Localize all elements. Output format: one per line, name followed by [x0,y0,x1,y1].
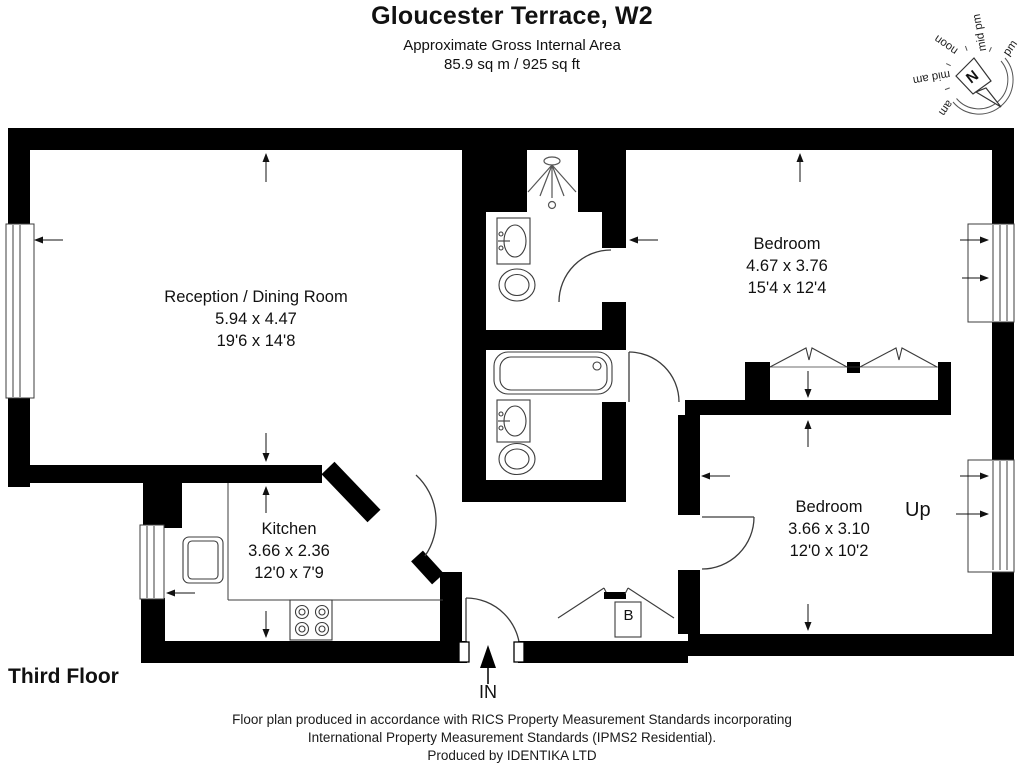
room-name: Reception / Dining Room [164,288,348,306]
room-size-metric: 3.66 x 3.10 [788,520,870,538]
dimension-arrows [34,153,989,638]
sink-icon [496,399,531,443]
compass-label-mid-am: mid am [912,68,951,86]
compass-label-pm: pm [1001,38,1020,58]
entrance-arrow-icon [480,645,496,684]
footer-line-2: International Property Measurement Stand… [307,730,717,745]
room-size-metric: 5.94 x 4.47 [215,310,297,328]
door-arc [415,474,437,557]
room-name: Bedroom [795,498,863,516]
north-needle-icon: N [955,57,1002,108]
room-label-kitchen: Kitchen 3.66 x 2.36 12'0 x 7'9 [189,518,389,584]
footer-line-1: Floor plan produced in accordance with R… [232,712,792,727]
door-arc [558,249,612,303]
kitchen-counter [227,483,443,601]
subtitle: Approximate Gross Internal Area [403,37,621,54]
room-name: Kitchen [261,520,317,538]
entrance-door-arc [458,597,525,663]
room-size-metric: 3.66 x 2.36 [248,542,330,560]
entrance-label: IN [479,682,497,702]
compass-label-am: am [936,98,955,118]
boiler-label: B [623,607,634,624]
hob-icon [289,599,333,641]
room-name: Bedroom [753,235,821,253]
window [967,223,1015,323]
room-label-bedroom-1: Bedroom 4.67 x 3.76 15'4 x 12'4 [667,233,907,299]
gross-internal-area: 85.9 sq m / 925 sq ft [444,56,580,73]
room-size-imperial: 12'0 x 7'9 [254,564,324,582]
room-size-imperial: 12'0 x 10'2 [789,542,869,560]
kitchen-sink-icon [182,536,224,584]
toilet-icon [498,442,536,476]
room-size-imperial: 19'6 x 14'8 [216,332,296,350]
walls [8,128,1014,663]
room-label-bedroom-2: Bedroom 3.66 x 3.10 12'0 x 10'2 [709,496,949,562]
footer-line-3: Produced by IDENTIKA LTD [427,748,597,763]
window [967,459,1015,573]
compass-label-mid-pm: mid pm [971,13,989,52]
toilet-icon [498,268,536,302]
sink-icon [496,217,531,265]
floor-name: Third Floor [8,665,119,688]
room-size-metric: 4.67 x 3.76 [746,257,828,275]
compass-label-noon: noon [932,32,960,57]
bathtub-icon [493,351,613,395]
boiler-cupboard [614,601,642,638]
room-label-reception: Reception / Dining Room 5.94 x 4.47 19'6… [106,286,406,352]
door-arc [701,516,755,570]
up-stairs-label: Up [905,499,931,521]
door-arc [628,351,680,403]
wardrobe-bifold-doors [769,347,938,368]
hall-closet-bifold-doors [557,587,675,619]
window [5,223,35,399]
window [139,524,165,600]
page-title: Gloucester Terrace, W2 [371,2,653,30]
compass-icon: am mid am noon mid pm pm N [912,13,1020,118]
shower-icon [527,156,577,210]
room-size-imperial: 15'4 x 12'4 [747,279,827,297]
